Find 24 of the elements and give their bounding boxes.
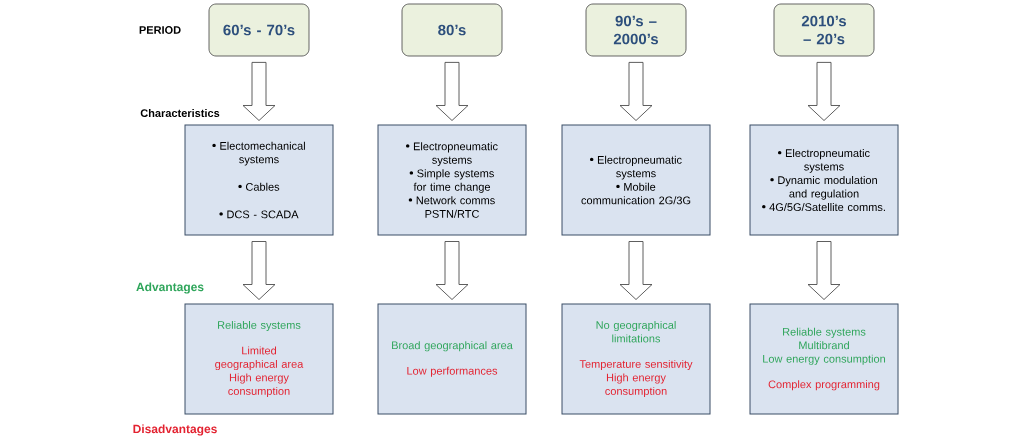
block-arrow <box>242 61 276 121</box>
block-arrow <box>807 61 841 121</box>
characteristics-box: Electropneumatic systems Mobile communication 2G/3G <box>561 124 711 236</box>
row-label: Disadvantages <box>133 424 217 436</box>
period-box: 2010’s – 20’s <box>773 3 875 57</box>
characteristics-box: Electropneumatic systems Simple systems for time change Network comms PSTN/RTC <box>377 124 527 236</box>
period-box: 90’s – 2000’s <box>585 3 687 57</box>
row-label: Advantages <box>136 282 204 294</box>
row-label: Characteristics <box>140 108 220 118</box>
characteristics-box: Electomechanical systems Cables DCS - SCADA <box>184 124 334 236</box>
outcome-box: No geographical limitations Temperature sensitivity High energy consumption <box>561 303 711 415</box>
block-arrow <box>619 241 653 300</box>
outcome-box: Reliable systems Limited geographical area High energy consumption <box>184 303 334 415</box>
period-box: 60’s - 70’s <box>208 3 310 57</box>
outcome-box: Reliable systems Multibrand Low energy consumption Complex programming <box>749 303 899 415</box>
period-box: 80’s <box>401 3 503 57</box>
outcome-box: Broad geographical area Low performances <box>377 303 527 415</box>
row-label: PERIOD <box>139 26 181 34</box>
block-arrow <box>807 241 841 300</box>
block-arrow <box>435 61 469 121</box>
characteristics-box: Electropneumatic systems Dynamic modulation and regulation 4G/5G/Satellite comms. <box>749 124 899 236</box>
block-arrow <box>619 61 653 121</box>
block-arrow <box>242 241 276 300</box>
block-arrow <box>435 241 469 300</box>
